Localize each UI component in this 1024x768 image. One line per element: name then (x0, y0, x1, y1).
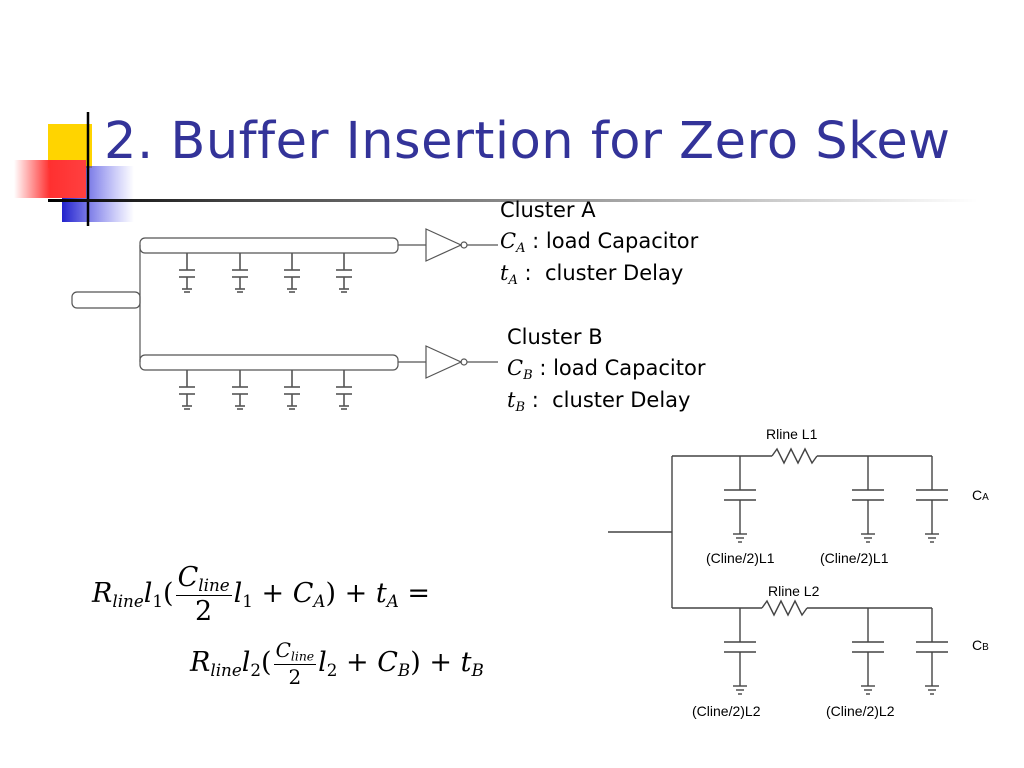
cb-label: CB (972, 637, 989, 653)
rline-l1-label: Rline L1 (766, 426, 818, 442)
input-wire (71, 291, 141, 309)
capacitor-b-3 (284, 370, 300, 410)
cline-l1-label-left: (Cline/2)L1 (706, 550, 775, 566)
capacitor-a-1 (179, 253, 195, 293)
buffer-b (425, 345, 463, 379)
rc-cap-ca (916, 456, 948, 543)
cluster-a-delay: tA : cluster Delay (500, 261, 684, 288)
cluster-b-capacitance: CB : load Capacitor (507, 356, 706, 383)
logo-red-square (14, 160, 86, 198)
rc-cap-l1-right (852, 456, 884, 543)
rc-cap-l2-left (724, 608, 756, 695)
cline-l2-label-right: (Cline/2)L2 (826, 703, 895, 719)
slide-logo-decoration (14, 112, 134, 226)
rline-l2-label: Rline L2 (768, 583, 820, 599)
cluster-b-capacitors (179, 370, 352, 410)
cluster-b-name: Cluster B (507, 325, 603, 349)
cline-l1-label-right: (Cline/2)L1 (820, 550, 889, 566)
cluster-a-capacitance: CA : load Capacitor (500, 229, 699, 256)
resistor-l1 (771, 447, 818, 465)
rc-equivalent-circuit (608, 447, 948, 695)
title-underline (48, 199, 978, 202)
capacitor-a-4 (336, 253, 352, 293)
capacitor-b-2 (232, 370, 248, 410)
slide-title: 2. Buffer Insertion for Zero Skew (104, 112, 951, 171)
rc-cap-cb (916, 608, 948, 695)
capacitor-b-1 (179, 370, 195, 410)
cline-l2-label-left: (Cline/2)L2 (692, 703, 761, 719)
cluster-a-name: Cluster A (500, 198, 596, 222)
capacitor-a-3 (284, 253, 300, 293)
capacitor-b-4 (336, 370, 352, 410)
wire-b (139, 354, 399, 371)
capacitor-a-2 (232, 253, 248, 293)
ca-label: CA (972, 487, 989, 503)
wire-a (139, 237, 399, 254)
rc-cap-l2-right (852, 608, 884, 695)
clock-tree-diagram (71, 228, 498, 410)
cluster-b-delay: tB : cluster Delay (507, 388, 691, 415)
cluster-a-capacitors (179, 253, 352, 293)
rc-cap-l1-left (724, 456, 756, 543)
buffer-a (425, 228, 463, 262)
resistor-l2 (761, 599, 808, 617)
